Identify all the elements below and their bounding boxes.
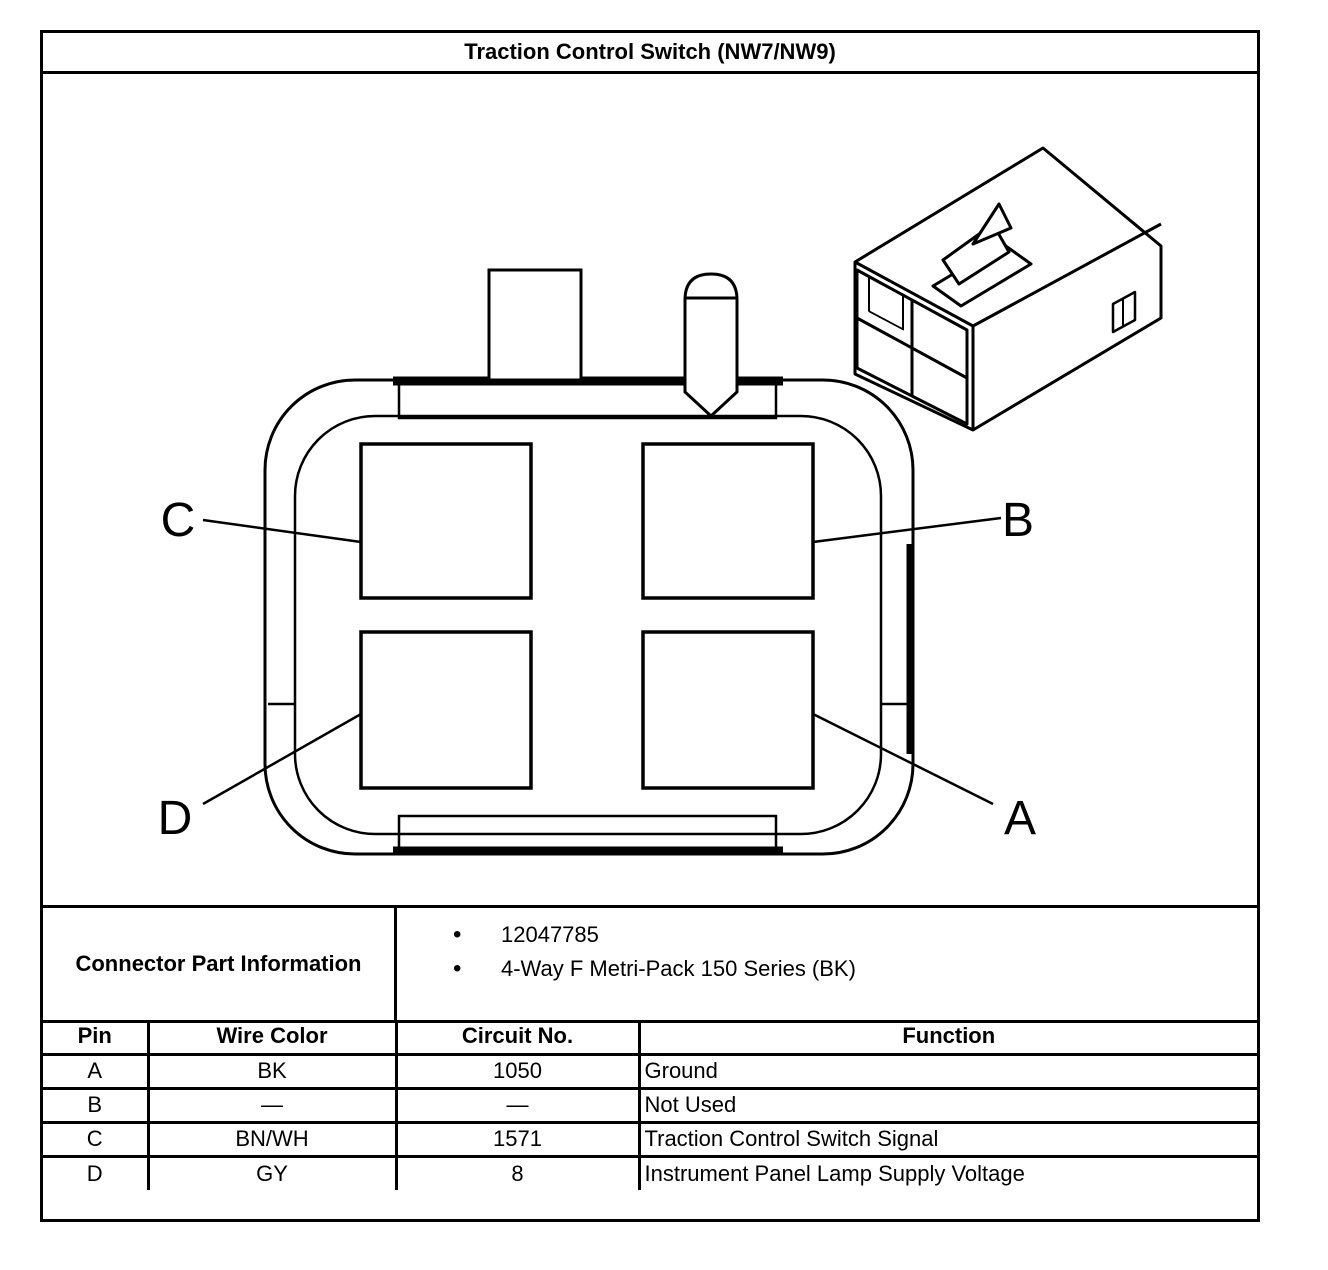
table-row: B — — Not Used — [43, 1086, 1257, 1124]
cell-function: Not Used — [637, 1086, 1257, 1124]
pin-label-b: B — [1002, 494, 1034, 547]
cell-wire-color: BK — [146, 1052, 398, 1090]
header-circuit-no: Circuit No. — [394, 1020, 641, 1056]
header-function: Function — [637, 1020, 1257, 1056]
connector-description: 4-Way F Metri-Pack 150 Series (BK) — [397, 952, 1257, 986]
cell-wire-color: — — [146, 1086, 398, 1124]
cell-circuit-no: — — [394, 1086, 641, 1124]
connector-part-number: 12047785 — [397, 918, 1257, 952]
pinout-table: Pin Wire Color Circuit No. Function A BK… — [43, 1020, 1257, 1190]
cell-circuit-no: 1050 — [394, 1052, 641, 1090]
header-wire-color: Wire Color — [146, 1020, 398, 1056]
cell-pin: B — [43, 1086, 150, 1124]
pin-label-a: A — [1004, 792, 1036, 845]
connector-sheet: Traction Control Switch (NW7/NW9) — [40, 30, 1260, 1222]
table-row: C BN/WH 1571 Traction Control Switch Sig… — [43, 1120, 1257, 1158]
connector-diagram: C B D A — [43, 74, 1257, 908]
connector-part-info: Connector Part Information 12047785 4-Wa… — [43, 905, 1257, 1023]
cell-pin: A — [43, 1052, 150, 1090]
cavity-c — [359, 442, 533, 600]
sheet-title: Traction Control Switch (NW7/NW9) — [43, 33, 1257, 74]
table-row: A BK 1050 Ground — [43, 1052, 1257, 1090]
connector-info-list: 12047785 4-Way F Metri-Pack 150 Series (… — [397, 908, 1257, 1030]
leader-line-c — [202, 518, 362, 544]
leader-line-a — [812, 712, 994, 806]
cell-pin: C — [43, 1120, 150, 1158]
cell-circuit-no: 8 — [394, 1154, 641, 1190]
connector-face-drawing: C B D A — [158, 146, 1163, 856]
cavity-b — [641, 442, 815, 600]
cavity-d — [359, 630, 533, 790]
pinout-header-row: Pin Wire Color Circuit No. Function — [43, 1020, 1257, 1056]
cell-pin: D — [43, 1154, 150, 1190]
connector-info-label: Connector Part Information — [43, 908, 397, 1020]
leader-line-d — [202, 712, 362, 806]
connector-key — [683, 272, 739, 419]
connector-tab — [487, 268, 583, 382]
leader-line-b — [812, 516, 1002, 544]
cell-wire-color: GY — [146, 1154, 398, 1190]
connector-isometric-icon — [853, 146, 1163, 432]
cell-function: Ground — [637, 1052, 1257, 1090]
cell-function: Instrument Panel Lamp Supply Voltage — [637, 1154, 1257, 1190]
connector-inner-shell — [293, 414, 883, 836]
pin-label-c: C — [161, 494, 196, 547]
pin-label-d: D — [158, 792, 193, 845]
cell-wire-color: BN/WH — [146, 1120, 398, 1158]
cell-circuit-no: 1571 — [394, 1120, 641, 1158]
cell-function: Traction Control Switch Signal — [637, 1120, 1257, 1158]
cavity-a — [641, 630, 815, 790]
table-row: D GY 8 Instrument Panel Lamp Supply Volt… — [43, 1154, 1257, 1190]
header-pin: Pin — [43, 1020, 150, 1056]
